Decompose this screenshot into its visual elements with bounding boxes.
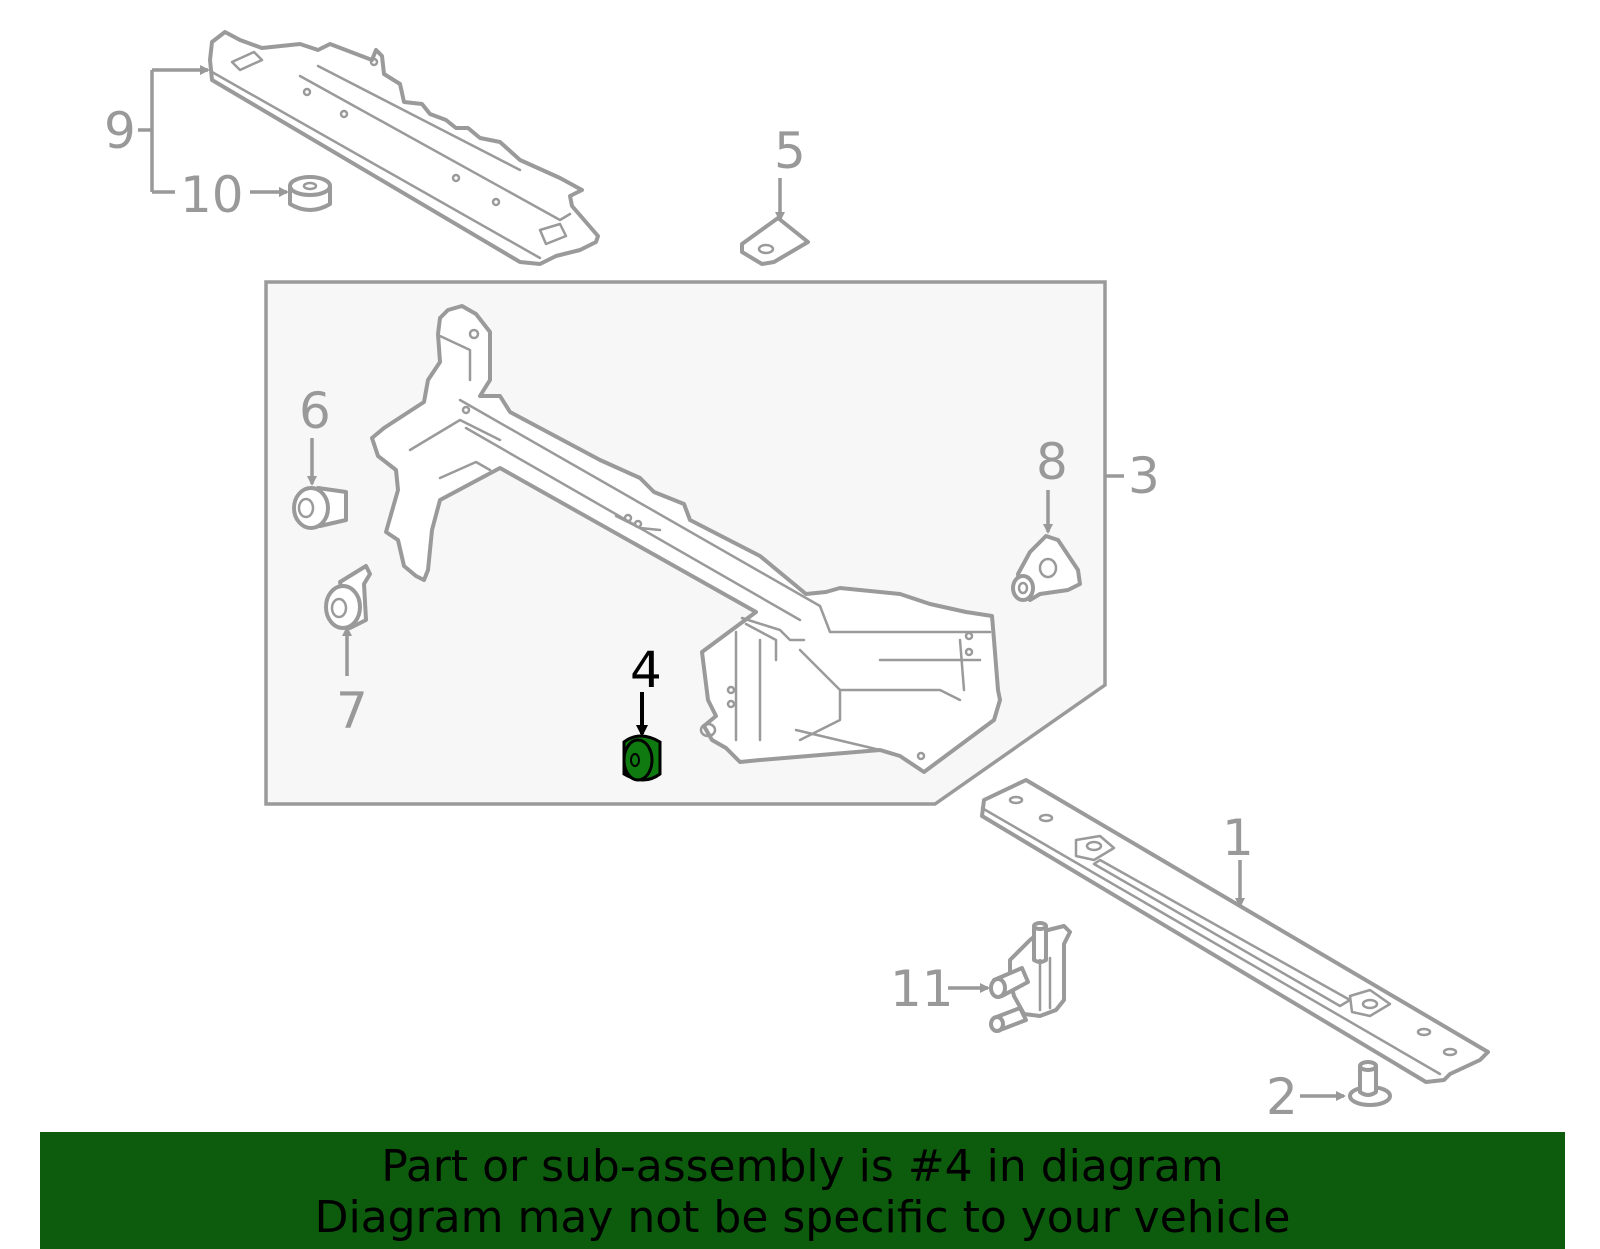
part-3-radiator-support (370, 304, 1002, 774)
callout-7: 7 (336, 682, 368, 740)
part-6-grommet (292, 486, 348, 530)
callout-5: 5 (774, 122, 806, 180)
callout-9-10-bracket (138, 70, 154, 192)
banner-line-2: Diagram may not be specific to your vehi… (314, 1192, 1291, 1243)
callout-1: 1 (1222, 809, 1254, 867)
callout-3: 3 (1128, 447, 1160, 505)
part-4-bushing (622, 734, 662, 782)
callout-4: 4 (630, 641, 662, 699)
part-1-lower-tie-bar (980, 778, 1490, 1084)
callout-10: 10 (180, 166, 244, 224)
info-banner: Part or sub-assembly is #4 in diagram Di… (40, 1132, 1565, 1249)
banner-line-1: Part or sub-assembly is #4 in diagram (381, 1141, 1224, 1192)
callout-2: 2 (1266, 1068, 1298, 1126)
callout-11: 11 (890, 960, 954, 1018)
part-11-sensor (989, 921, 1072, 1033)
callout-8: 8 (1036, 433, 1068, 491)
part-9-upper-deflector (208, 30, 600, 266)
part-2-bolt (1348, 1060, 1392, 1107)
callout-6: 6 (299, 382, 331, 440)
part-10-bumper (288, 175, 332, 212)
part-5-bracket (740, 216, 810, 266)
callout-9: 9 (104, 102, 136, 160)
part-8-mount (1011, 534, 1082, 602)
part-7-retainer (324, 564, 372, 630)
